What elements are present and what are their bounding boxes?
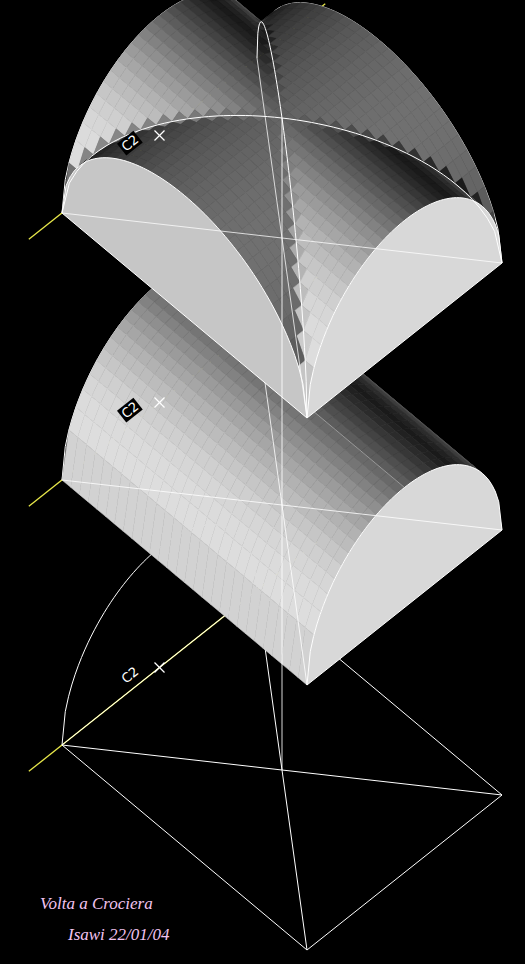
arch-face	[307, 465, 502, 685]
vertical-axis	[282, 118, 283, 770]
point-label: C2	[117, 130, 143, 155]
arch-face	[62, 158, 307, 418]
center-mark	[155, 131, 165, 141]
plan-layer	[29, 525, 502, 950]
center-mark	[155, 398, 165, 408]
center-mark	[155, 663, 165, 673]
arch-face	[307, 198, 502, 418]
center-mark	[155, 663, 165, 673]
center-mark	[155, 398, 165, 408]
groin-layer	[29, 0, 502, 418]
center-mark	[155, 131, 165, 141]
caption: Volta a Crociera	[40, 895, 153, 914]
point-label: C2	[117, 397, 143, 422]
vertical-axis-line	[282, 118, 283, 770]
point-label: C2	[117, 662, 143, 687]
author-date: Isawi 22/01/04	[68, 926, 170, 945]
